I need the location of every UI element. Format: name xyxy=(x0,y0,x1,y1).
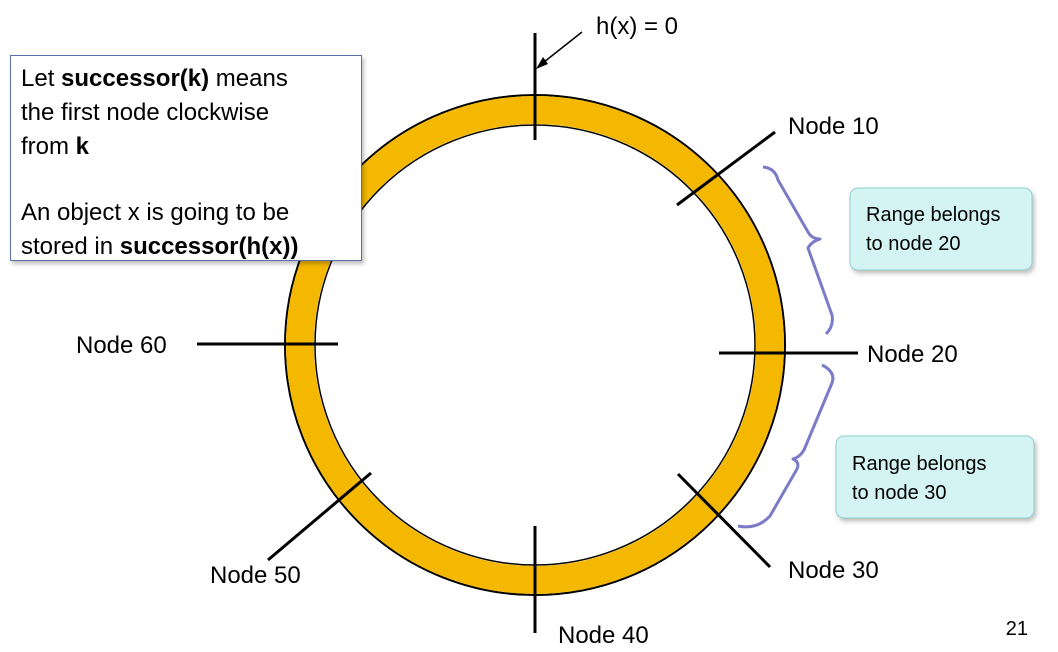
definition-line-2: the first node clockwise xyxy=(21,99,270,126)
definition-line-3: from k xyxy=(21,133,90,160)
marker-node-10 xyxy=(676,130,776,207)
range-callout-node-30-line1: Range belongs xyxy=(852,453,987,475)
node-50-label: Node 50 xyxy=(210,562,301,589)
definition-line-4: An object x is going to be xyxy=(21,199,290,226)
hash-ring-band xyxy=(286,96,784,594)
marker-node-30 xyxy=(676,472,772,569)
node-20-label: Node 20 xyxy=(867,341,958,368)
origin-pointer-arrow xyxy=(538,31,583,67)
range-bracket-node-30 xyxy=(737,363,835,529)
definition-line-1: Let successor(k) means xyxy=(21,65,288,92)
range-callout-node-20-line1: Range belongs xyxy=(866,204,1001,226)
node-40-label: Node 40 xyxy=(558,622,649,649)
range-callout-node-20 xyxy=(849,187,1033,271)
successor-definition-box: Let successor(k) means the first node cl… xyxy=(10,55,362,261)
definition-spacer xyxy=(21,164,351,196)
arrow-head xyxy=(536,57,548,69)
range-callout-node-30-line2: to node 30 xyxy=(852,482,947,504)
page-number: 21 xyxy=(1005,618,1028,640)
node-60-label: Node 60 xyxy=(76,332,167,359)
origin-label: h(x) = 0 xyxy=(596,13,678,40)
range-callout-node-30 xyxy=(835,435,1035,519)
range-bracket-node-20 xyxy=(762,165,834,336)
hash-ring-inner-edge xyxy=(314,124,756,566)
marker-node-50 xyxy=(267,471,372,562)
node-10-label: Node 10 xyxy=(788,113,879,140)
range-callout-node-20-line2: to node 20 xyxy=(866,233,961,255)
definition-line-5: stored in successor(h(x)) xyxy=(21,233,299,260)
node-30-label: Node 30 xyxy=(788,557,879,584)
